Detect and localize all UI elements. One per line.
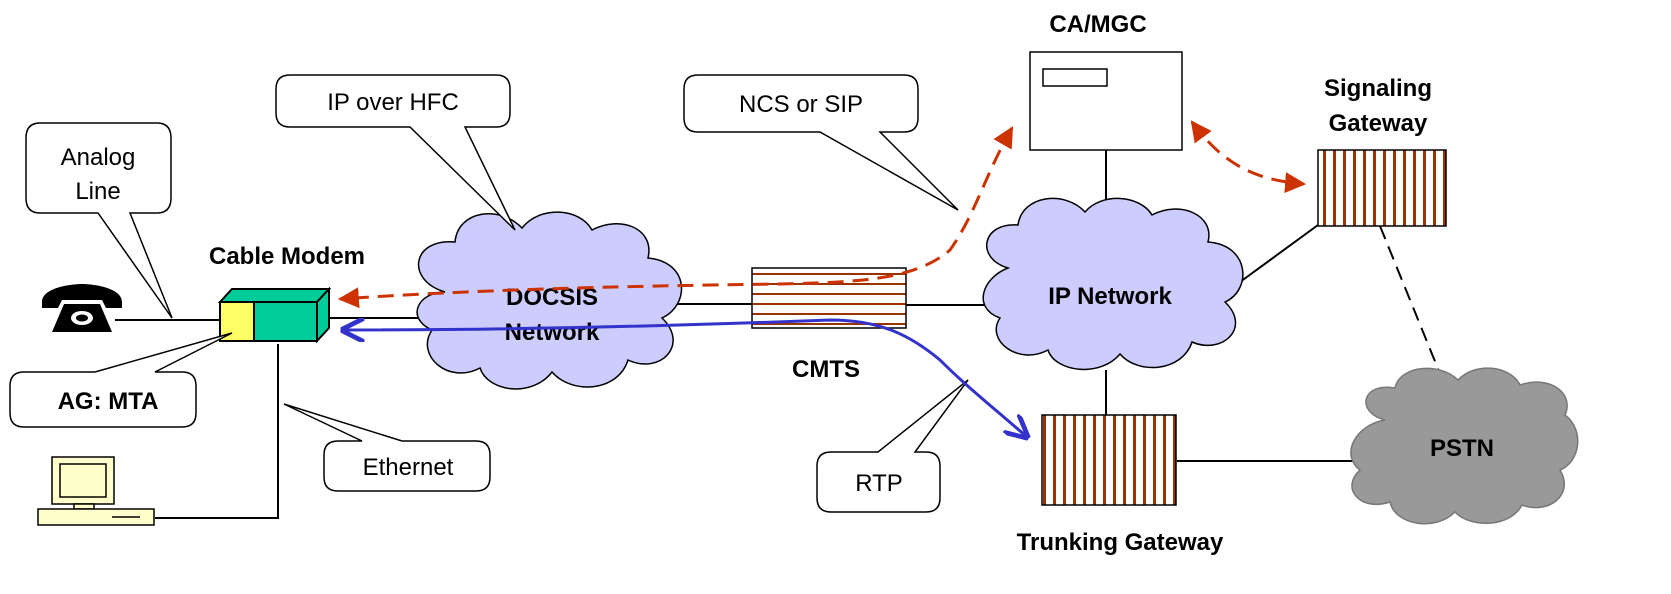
sg-pstn-link — [1379, 225, 1446, 387]
signaling-gateway-device — [1317, 149, 1447, 227]
trunking-gateway-device — [1041, 414, 1177, 506]
cmts-label: CMTS — [792, 356, 860, 383]
rtp-text: RTP — [855, 470, 903, 497]
ncs-or-sip-text: NCS or SIP — [739, 91, 863, 118]
ca-mgc-label: CA/MGC — [1049, 11, 1146, 38]
ip-network-cloud: IP Network — [982, 197, 1244, 371]
signaling-path-modem-camgc — [337, 126, 1014, 309]
ipnet-sg-link — [1239, 224, 1319, 283]
analog-line-text-2: Line — [75, 178, 120, 205]
computer-icon — [37, 456, 155, 526]
callout-ncs-or-sip: NCS or SIP — [683, 74, 959, 211]
signaling-path-camgc-sg — [1190, 120, 1307, 194]
trunking-gateway-label: Trunking Gateway — [1017, 529, 1224, 556]
computer-link — [155, 344, 279, 519]
ca-mgc-server — [1029, 51, 1183, 151]
ethernet-text: Ethernet — [363, 454, 454, 481]
signaling-gateway-label-line1: Signaling — [1324, 75, 1432, 102]
callout-analog-line: Analog Line — [25, 122, 173, 319]
docsis-label-line2: Network — [505, 319, 600, 346]
ip-network-label: IP Network — [1048, 283, 1172, 310]
docsis-cloud: DOCSIS Network — [416, 211, 683, 390]
analog-line-text-1: Analog — [61, 144, 136, 171]
ip-over-hfc-text: IP over HFC — [327, 89, 459, 116]
callout-rtp: RTP — [816, 379, 969, 513]
media-path-rtp — [343, 320, 1027, 437]
ag-mta-text: AG: MTA — [58, 388, 159, 415]
pstn-label: PSTN — [1430, 435, 1494, 462]
callout-ag-mta: AG: MTA — [9, 332, 233, 428]
cable-modem-device — [217, 286, 332, 344]
cable-modem-label: Cable Modem — [209, 243, 365, 270]
callout-ip-over-hfc: IP over HFC — [275, 74, 516, 231]
telephone-icon — [42, 284, 122, 332]
pstn-cloud: PSTN — [1350, 367, 1579, 525]
callout-ethernet: Ethernet — [283, 403, 491, 492]
signaling-gateway-label-line2: Gateway — [1329, 110, 1428, 137]
